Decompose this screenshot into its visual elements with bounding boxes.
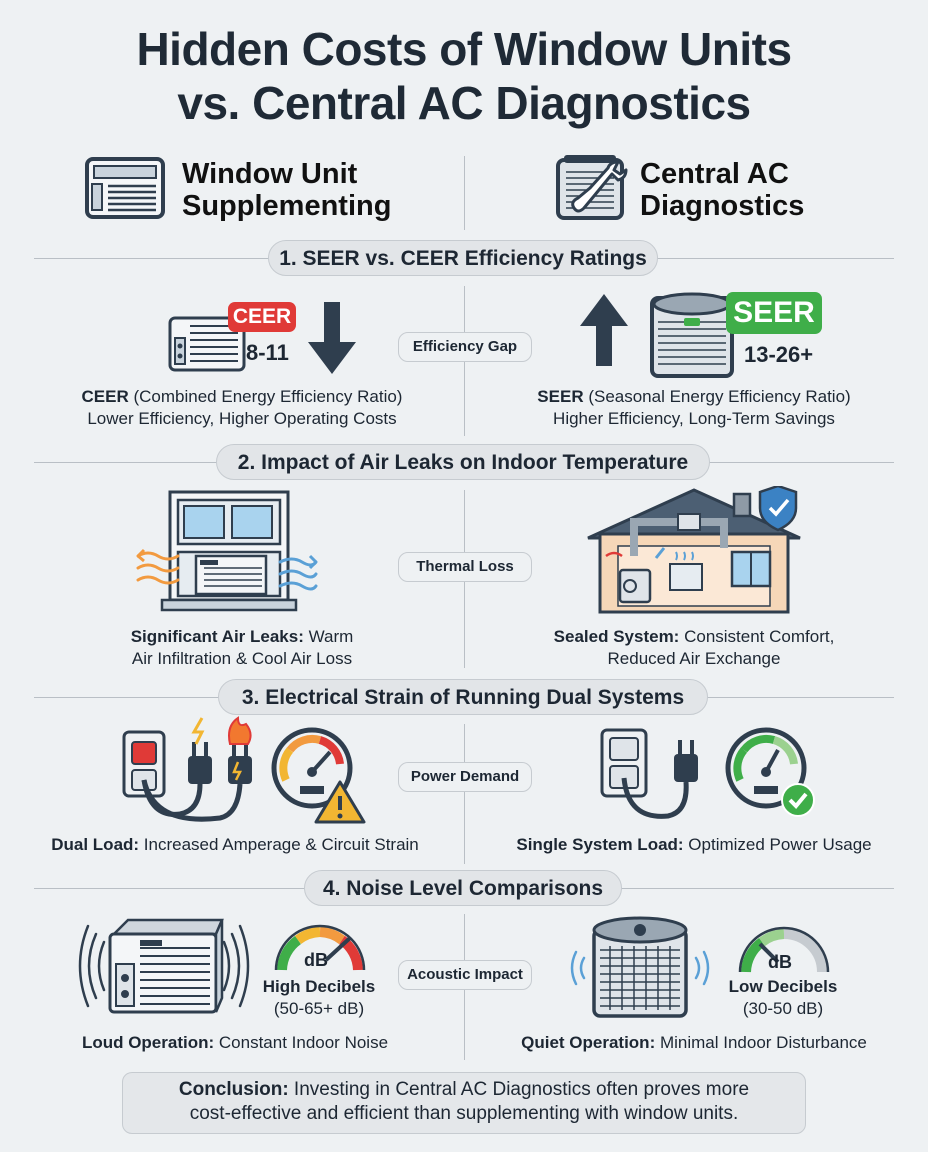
- window-ac-icon: [85, 157, 165, 219]
- dual-plug-outlet-icon: [122, 716, 252, 822]
- section-3-heading: 3. Electrical Strain of Running Dual Sys…: [218, 679, 708, 715]
- conclusion-bold: Conclusion:: [178, 1079, 289, 1100]
- low-decibels-label: Low Decibels: [728, 977, 838, 996]
- sealed-caption-line2: Reduced Air Exchange: [607, 649, 781, 668]
- seer-badge: SEER: [726, 292, 822, 334]
- low-db-gauge-icon: [738, 926, 830, 973]
- high-db-unit: dB: [304, 950, 328, 970]
- sealed-caption-rest: Consistent Comfort,: [679, 627, 835, 646]
- sealed-caption-bold: Sealed System:: [553, 627, 680, 646]
- single-load-caption-bold: Single System Load:: [516, 835, 684, 854]
- left-column-title-2: Supplementing: [182, 190, 392, 222]
- loud-operation-caption-rest: Constant Indoor Noise: [214, 1033, 389, 1052]
- section-4-middle-label: Acoustic Impact: [398, 960, 532, 990]
- dual-load-caption: Dual Load: Increased Amperage & Circuit …: [20, 834, 450, 856]
- right-column-title-1: Central AC: [640, 158, 789, 190]
- ceer-caption-bold: CEER: [81, 387, 129, 406]
- section-3-middle-label: Power Demand: [398, 762, 532, 792]
- seer-range: 13-26+: [744, 342, 814, 367]
- seer-caption-bold: SEER: [537, 387, 584, 406]
- loud-operation-caption: Loud Operation: Constant Indoor Noise: [30, 1032, 440, 1054]
- section-2-heading: 2. Impact of Air Leaks on Indoor Tempera…: [216, 444, 710, 480]
- high-decibels-range: (50-65+ dB): [273, 999, 365, 1018]
- ceer-caption: CEER (Combined Energy Efficiency Ratio) …: [40, 386, 444, 430]
- quiet-operation-caption-bold: Quiet Operation:: [521, 1033, 656, 1052]
- low-db-unit: dB: [768, 952, 792, 972]
- air-leaks-caption-bold: Significant Air Leaks:: [130, 627, 304, 646]
- column-divider: [464, 724, 465, 864]
- conclusion-line2: cost-effective and efficient than supple…: [189, 1103, 739, 1124]
- quiet-condenser-icon: [570, 916, 710, 1018]
- conclusion-box: Conclusion: Investing in Central AC Diag…: [122, 1072, 806, 1134]
- dual-load-caption-bold: Dual Load:: [51, 835, 140, 854]
- section-4-heading: 4. Noise Level Comparisons: [304, 870, 622, 906]
- seer-caption-line2: Higher Efficiency, Long-Term Savings: [553, 409, 835, 428]
- section-1-middle-label: Efficiency Gap: [398, 332, 532, 362]
- ceer-caption-line2: Lower Efficiency, Higher Operating Costs: [87, 409, 397, 428]
- right-column-title-2: Diagnostics: [640, 190, 805, 222]
- gauge-check-icon: [725, 727, 815, 817]
- high-decibels-label: High Decibels: [262, 977, 376, 996]
- window-ac-icon: [168, 316, 246, 372]
- single-load-caption: Single System Load: Optimized Power Usag…: [484, 834, 904, 856]
- leaky-window-icon: [136, 490, 318, 612]
- seer-caption: SEER (Seasonal Energy Efficiency Ratio) …: [484, 386, 904, 430]
- section-1-heading: 1. SEER vs. CEER Efficiency Ratings: [268, 240, 658, 276]
- gauge-warning-icon: [271, 727, 366, 824]
- seer-caption-rest: (Seasonal Energy Efficiency Ratio): [583, 387, 851, 406]
- conclusion-rest: Investing in Central AC Diagnostics ofte…: [288, 1079, 750, 1100]
- loud-operation-caption-bold: Loud Operation:: [81, 1033, 215, 1052]
- sealed-caption: Sealed System: Consistent Comfort, Reduc…: [484, 626, 904, 670]
- ceer-badge: CEER: [228, 302, 296, 332]
- arrow-down-icon: [308, 302, 356, 374]
- section-2-middle-label: Thermal Loss: [398, 552, 532, 582]
- sealed-house-icon: [587, 486, 801, 614]
- condenser-wrench-icon: [556, 155, 628, 220]
- quiet-operation-caption: Quiet Operation: Minimal Indoor Disturba…: [484, 1032, 904, 1054]
- low-decibels-range: (30-50 dB): [742, 999, 824, 1018]
- single-plug-outlet-icon: [600, 728, 698, 819]
- column-divider: [464, 156, 465, 230]
- arrow-up-icon: [580, 294, 628, 366]
- air-leaks-caption: Significant Air Leaks: Warm Air Infiltra…: [40, 626, 444, 670]
- air-leaks-caption-line2: Air Infiltration & Cool Air Loss: [131, 649, 353, 668]
- condenser-icon: [650, 292, 734, 378]
- air-leaks-caption-rest: Warm: [303, 627, 354, 646]
- ceer-caption-rest: (Combined Energy Efficiency Ratio): [128, 387, 403, 406]
- high-db-gauge-icon: [274, 924, 366, 971]
- left-column-title-1: Window Unit: [182, 158, 358, 190]
- dual-load-caption-rest: Increased Amperage & Circuit Strain: [139, 835, 419, 854]
- ceer-range: 8-11: [246, 340, 289, 365]
- page-title-line-1: Hidden Costs of Window Units: [136, 23, 792, 75]
- page-title-line-2: vs. Central AC Diagnostics: [177, 77, 751, 129]
- loud-window-ac-icon: [78, 918, 250, 1014]
- single-load-caption-rest: Optimized Power Usage: [683, 835, 872, 854]
- quiet-operation-caption-rest: Minimal Indoor Disturbance: [655, 1033, 867, 1052]
